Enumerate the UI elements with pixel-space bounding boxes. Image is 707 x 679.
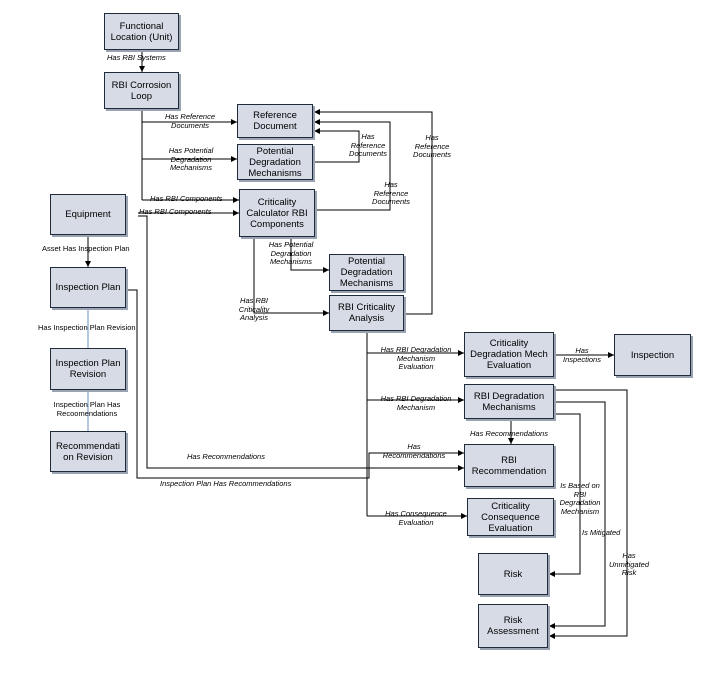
node-recommendation-on-revision: Recommendati on Revision [50, 431, 126, 472]
label-asset-has-inspection-plan: Asset Has Inspection Plan [42, 244, 130, 253]
edge-calculator-to-mechanisms-2 [290, 238, 329, 273]
node-criticality-calculator-rbi-components: Criticality Calculator RBI Components [239, 189, 315, 237]
label-has-inspections: Has Inspections [563, 346, 601, 364]
edge-mechanisms-to-risk-assessment-unmitigated [549, 389, 628, 639]
label-has-rbi-components-1: Has RBI Components [150, 194, 223, 203]
label-has-unmitigated-risk: Has Unmitigated Risk [608, 551, 650, 577]
edge-mechanisms-to-reference-document [313, 128, 360, 163]
label-has-rbi-components-2: Has RBI Components [139, 207, 212, 216]
edge-equipment-to-rbi-recommendation [138, 215, 464, 471]
node-rbi-degradation-mechanisms: RBI Degradation Mechanisms [464, 384, 554, 419]
node-inspection-plan: Inspection Plan [50, 267, 126, 308]
label-has-rbi-systems: Has RBI Systems [107, 53, 166, 62]
label-has-reference-documents-4: Has Reference Documents [372, 180, 410, 206]
node-potential-degradation-mechanisms-1: Potential Degradation Mechanisms [237, 144, 313, 180]
node-rbi-recommendation: RBI Recommendation [464, 444, 554, 487]
label-has-potential-degradation-mechanisms-1: Has Potential Degradation Mechanisms [168, 146, 214, 172]
node-inspection-plan-revision: Inspection Plan Revision [50, 348, 126, 390]
node-rbi-criticality-analysis: RBI Criticality Analysis [329, 295, 404, 331]
label-has-recommendations-3: Has Recommendations [187, 452, 265, 461]
node-criticality-degradation-mech-evaluation: Criticality Degradation Mech Evaluation [464, 332, 554, 377]
edge-analysis-to-reference-document [314, 109, 433, 315]
label-has-recommendations-1: Has Recommendations [470, 429, 548, 438]
label-has-inspection-plan-revision: Has Inspection Plan Revision [38, 323, 136, 332]
edge-mechanisms-to-risk-assessment-mitigated [549, 401, 606, 629]
node-criticality-consequence-evaluation: Criticality Consequence Evaluation [467, 498, 554, 536]
node-equipment: Equipment [50, 194, 126, 235]
label-inspection-plan-has-recoomendations: Inspection Plan Has Recoomendations [53, 400, 121, 418]
label-has-reference-documents-1: Has Reference Documents [164, 112, 216, 130]
label-has-potential-degradation-mechanisms-2: Has Potential Degradation Mechanisms [268, 240, 314, 266]
node-reference-document: Reference Document [237, 104, 313, 138]
label-inspection-plan-has-recommendations: Inspection Plan Has Recommendations [160, 479, 292, 488]
label-has-reference-documents-2: Has Reference Documents [349, 132, 387, 158]
node-risk-assessment: Risk Assessment [478, 604, 548, 648]
edge-calculator-to-reference-document [314, 119, 391, 211]
label-has-rbi-criticality-analysis: Has RBI Criticality Analysis [238, 296, 270, 322]
label-has-reference-documents-3: Has Reference Documents [413, 133, 451, 159]
edge-inspection-plan-to-rbi-recommendation [126, 289, 464, 479]
label-is-based-on-rbi-degradation-mechanism: Is Based on RBI Degradation Mechanism [559, 481, 601, 516]
node-rbi-corrosion-loop: RBI Corrosion Loop [104, 72, 179, 109]
label-has-rbi-degradation-mechanism-evaluation: Has RBI Degradation Mechanism Evaluation [380, 345, 452, 371]
label-has-recommendations-2: Has Recommendations [382, 442, 446, 460]
label-has-consequence-evaluation: Has Consequence Evaluation [385, 509, 447, 527]
node-inspection: Inspection [614, 334, 691, 376]
node-risk: Risk [478, 553, 548, 595]
edge-mechanisms-to-risk [549, 413, 581, 577]
node-functional-location: Functional Location (Unit) [104, 13, 179, 50]
node-potential-degradation-mechanisms-2: Potential Degradation Mechanisms [329, 254, 404, 291]
label-is-mitigated: Is Mitigated [582, 528, 621, 537]
edge-calculator-to-analysis [253, 238, 329, 316]
label-has-rbi-degradation-mechanism: Has RBI Degradation Mechanism [380, 394, 452, 412]
